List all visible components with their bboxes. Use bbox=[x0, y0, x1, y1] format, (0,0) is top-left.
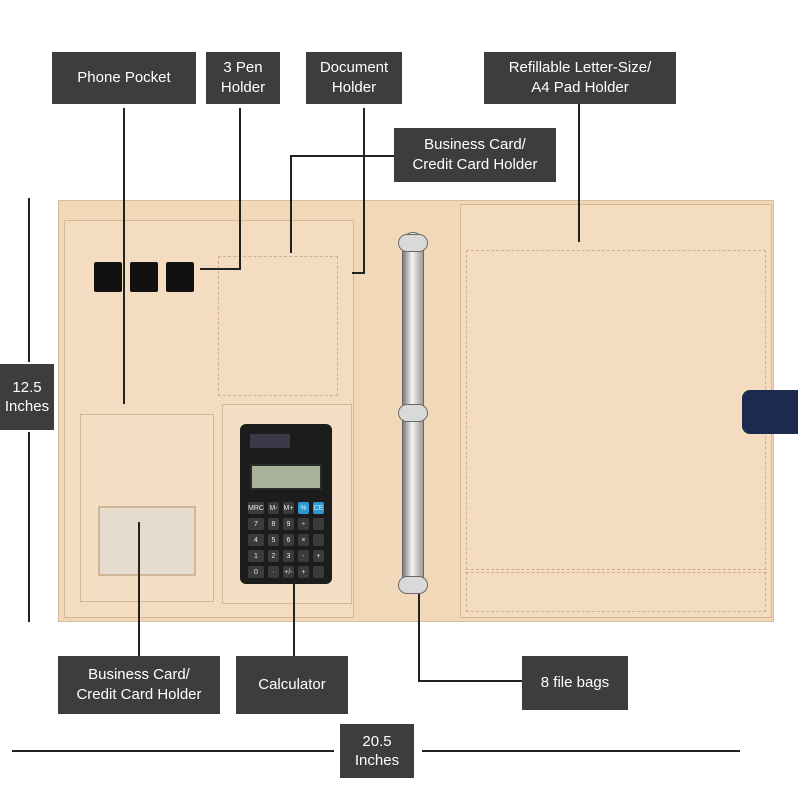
height-line-bottom bbox=[28, 432, 30, 622]
document-holder-pocket bbox=[218, 256, 338, 396]
calculator-key: + bbox=[312, 550, 324, 562]
line-pen-holder-h bbox=[200, 268, 241, 270]
width-line-right bbox=[422, 750, 740, 752]
calculator-key bbox=[312, 518, 324, 530]
line-card-top-v bbox=[290, 155, 292, 253]
calculator-key: 0 bbox=[248, 566, 264, 578]
calculator-key: 9 bbox=[282, 518, 294, 530]
label-width: 20.5 Inches bbox=[340, 724, 414, 778]
calculator-key bbox=[312, 534, 324, 546]
line-document-v bbox=[363, 108, 365, 274]
line-file-bags-h bbox=[418, 680, 522, 682]
label-business-card-bottom: Business Card/ Credit Card Holder bbox=[58, 656, 220, 714]
line-pen-holder-v bbox=[239, 108, 241, 270]
calculator-key: 3 bbox=[282, 550, 294, 562]
line-card-bottom bbox=[138, 522, 140, 656]
calculator-key: % bbox=[297, 502, 309, 514]
calculator-key: M+ bbox=[282, 502, 294, 514]
calculator-key: CE bbox=[312, 502, 324, 514]
calculator-key: 4 bbox=[248, 534, 264, 546]
calculator-key: 1 bbox=[248, 550, 264, 562]
label-file-bags: 8 file bags bbox=[522, 656, 628, 710]
solar-panel bbox=[250, 434, 290, 448]
calculator-key: ÷ bbox=[297, 518, 309, 530]
ring-top bbox=[398, 234, 428, 252]
label-document-holder: Document Holder bbox=[306, 52, 402, 104]
calculator-key: 5 bbox=[267, 534, 279, 546]
calculator-key: · bbox=[267, 566, 279, 578]
right-panel bbox=[460, 204, 772, 618]
pen-loop-3 bbox=[166, 262, 194, 292]
calculator-key: MRC bbox=[248, 502, 264, 514]
calculator-key: + bbox=[297, 566, 309, 578]
card-window bbox=[98, 506, 196, 576]
width-line-left bbox=[12, 750, 334, 752]
label-business-card-top: Business Card/ Credit Card Holder bbox=[394, 128, 556, 182]
label-pad-holder: Refillable Letter-Size/ A4 Pad Holder bbox=[484, 52, 676, 104]
calculator-key: M- bbox=[267, 502, 279, 514]
line-file-bags-v bbox=[418, 594, 420, 682]
label-pen-holder: 3 Pen Holder bbox=[206, 52, 280, 104]
calculator-key: +/- bbox=[282, 566, 294, 578]
calculator-key: - bbox=[297, 550, 309, 562]
pen-loop-1 bbox=[94, 262, 122, 292]
pen-loop-2 bbox=[130, 262, 158, 292]
line-card-top-h bbox=[290, 155, 396, 157]
line-phone-pocket bbox=[123, 108, 125, 404]
calculator-screen bbox=[250, 464, 322, 490]
line-document-h bbox=[352, 272, 365, 274]
height-line-top bbox=[28, 198, 30, 362]
calculator-key: 8 bbox=[267, 518, 279, 530]
line-pad-holder bbox=[578, 104, 580, 242]
pad-holder-pocket bbox=[466, 250, 766, 570]
ring-middle bbox=[398, 404, 428, 422]
ring-bottom bbox=[398, 576, 428, 594]
calculator-key: 7 bbox=[248, 518, 264, 530]
line-calculator bbox=[293, 580, 295, 656]
label-height: 12.5 Inches bbox=[0, 364, 54, 430]
calculator-key: 2 bbox=[267, 550, 279, 562]
calculator-key: × bbox=[297, 534, 309, 546]
calculator-key bbox=[312, 566, 324, 578]
navy-clasp bbox=[742, 390, 798, 434]
pad-bottom-pocket bbox=[466, 572, 766, 612]
label-calculator: Calculator bbox=[236, 656, 348, 714]
calculator-key: 6 bbox=[282, 534, 294, 546]
label-phone-pocket: Phone Pocket bbox=[52, 52, 196, 104]
